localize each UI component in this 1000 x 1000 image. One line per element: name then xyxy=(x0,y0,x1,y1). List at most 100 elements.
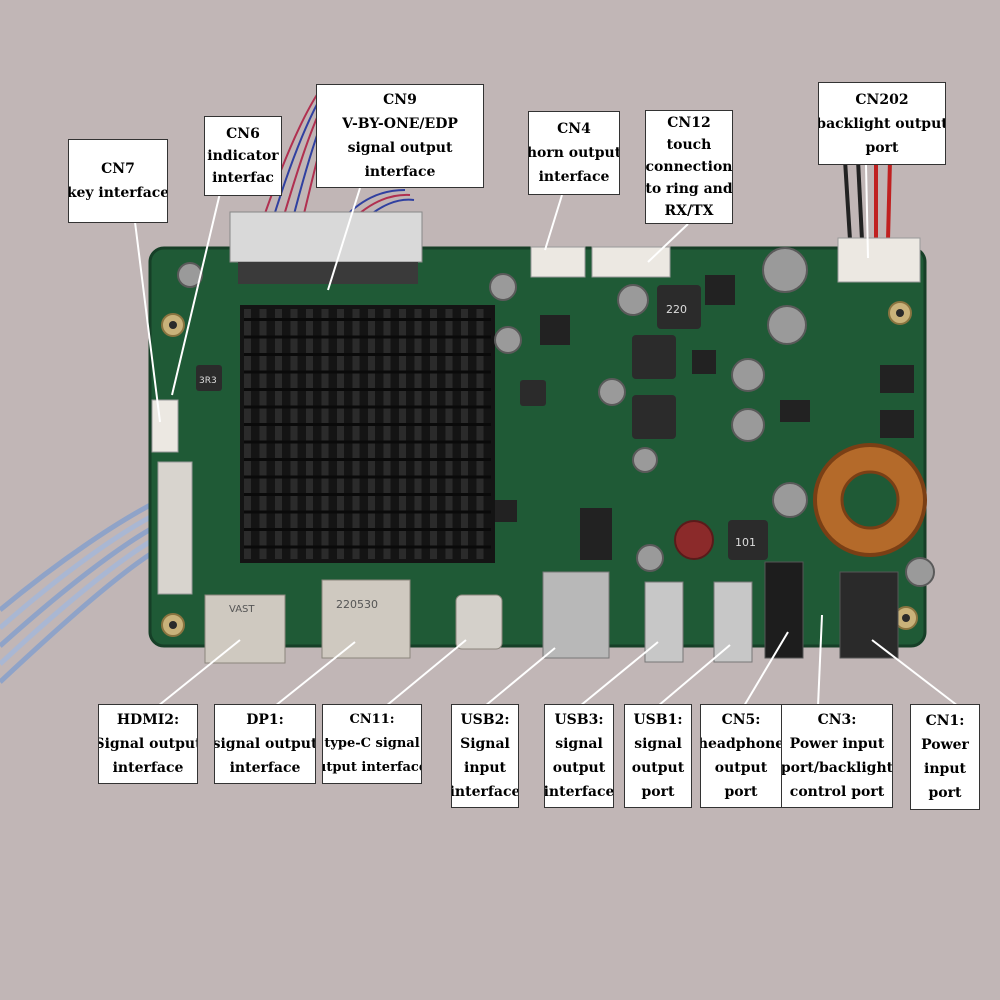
label-cn1-line-4: port xyxy=(928,785,962,801)
heatsink-fin xyxy=(461,309,468,559)
heatsink-fin xyxy=(275,309,282,559)
label-hdmi2: HDMI2: Signal output interface xyxy=(98,704,198,784)
label-usb1-line-1: USB1: xyxy=(633,712,683,728)
label-cn6-line-2: indicator xyxy=(207,148,279,164)
label-usb2-line-3: input xyxy=(464,760,506,776)
side-connector xyxy=(157,461,193,595)
label-cn4-line-2: horn output xyxy=(528,145,620,161)
label-cn3-line-2: Power input xyxy=(789,736,885,752)
cn1-power-jack xyxy=(839,571,899,659)
label-cn9: CN9 V-BY-ONE/EDP signal output interface xyxy=(316,84,484,188)
label-usb3-line-3: output xyxy=(552,760,606,776)
label-cn12: CN12 touch connection to ring and RX/TX xyxy=(645,110,733,224)
hdmi-vast-text: VAST xyxy=(229,604,255,615)
label-dp1-line-3: interface xyxy=(229,760,301,776)
heatsink-groove xyxy=(244,353,491,356)
label-cn3: CN3: Power input port/backlight control … xyxy=(781,704,893,808)
heatsink-fin xyxy=(321,309,329,559)
heatsink-fin xyxy=(244,309,251,559)
label-cn1-line-3: input xyxy=(924,761,966,777)
heatsink-groove xyxy=(244,335,491,339)
label-cn9-line-4: interface xyxy=(364,164,436,180)
inductor-3r3-text: 3R3 xyxy=(199,376,217,386)
label-usb2: USB2: Signal input interface xyxy=(451,704,519,808)
chips xyxy=(495,275,914,560)
label-usb1: USB1: signal output port xyxy=(624,704,692,808)
usb3-connector xyxy=(644,581,684,663)
label-usb3: USB3: signal output interface xyxy=(544,704,614,808)
heatsink-groove xyxy=(244,493,491,496)
heatsink-fin xyxy=(290,309,298,559)
label-cn12-line-3: connection xyxy=(645,159,733,175)
heatsink-groove xyxy=(244,475,491,479)
dp-marking-text: 220530 xyxy=(336,598,378,611)
heatsink-fin xyxy=(259,309,267,559)
cn5-headphone-jack xyxy=(764,561,804,659)
heatsink-groove xyxy=(244,528,491,531)
label-cn5-line-2: headphone xyxy=(700,736,782,752)
label-cn202-line-3: port xyxy=(865,139,899,156)
label-cn12-line-5: RX/TX xyxy=(664,203,714,219)
heatsink-fin xyxy=(414,309,422,559)
heatsink-groove xyxy=(244,458,491,461)
label-cn3-line-1: CN3: xyxy=(817,712,857,728)
label-cn7: CN7 key interface xyxy=(68,139,168,223)
heatsink-fin xyxy=(445,309,453,559)
heatsink-fin xyxy=(337,309,344,559)
label-usb3-line-2: signal xyxy=(555,736,603,752)
heatsink-groove xyxy=(244,370,491,374)
red-capacitor xyxy=(674,520,714,560)
label-cn9-line-3: signal output xyxy=(347,140,453,156)
label-cn3-line-4: control port xyxy=(789,784,885,800)
label-cn7-line-2: key interface xyxy=(68,185,168,201)
usb1-connector xyxy=(713,581,753,663)
label-cn202-line-2: backlight output xyxy=(818,115,946,132)
heatsink-fin xyxy=(383,309,391,559)
label-usb1-line-3: output xyxy=(631,760,685,776)
capacitors xyxy=(177,247,935,587)
heatsink-fin xyxy=(399,309,406,559)
label-cn3-line-3: port/backlight xyxy=(781,760,893,776)
label-usb1-line-2: signal xyxy=(634,736,682,752)
label-cn1-line-1: CN1: xyxy=(925,713,965,729)
typec-connector xyxy=(455,594,503,650)
heatsink-groove xyxy=(244,440,491,444)
cn7-connector xyxy=(151,399,179,453)
label-hdmi2-line-3: interface xyxy=(112,760,184,776)
label-cn4: CN4 horn output interface xyxy=(528,111,620,195)
label-cn6: CN6 indicator interfac xyxy=(204,116,282,196)
label-usb3-line-1: USB3: xyxy=(554,712,604,728)
label-cn1: CN1: Power input port xyxy=(910,704,980,810)
label-hdmi2-line-1: HDMI2: xyxy=(116,712,180,728)
cn4-connector xyxy=(530,246,586,278)
label-cn5: CN5: headphone output port xyxy=(700,704,782,808)
label-cn9-line-1: CN9 xyxy=(383,92,417,108)
label-cn12-line-1: CN12 xyxy=(667,115,711,131)
label-cn202-line-1: CN202 xyxy=(855,91,909,108)
label-cn7-line-1: CN7 xyxy=(101,161,135,177)
label-cn5-line-1: CN5: xyxy=(721,712,761,728)
label-dp1-line-1: DP1: xyxy=(246,712,284,728)
label-usb2-line-2: Signal xyxy=(460,736,510,752)
label-cn1-line-2: Power xyxy=(921,737,969,753)
label-cn6-line-1: CN6 xyxy=(226,126,260,142)
heatsink-fin xyxy=(352,309,360,559)
heatsink-groove xyxy=(244,318,491,321)
label-cn5-line-3: output xyxy=(714,760,768,776)
label-cn6-line-3: interfac xyxy=(212,170,274,186)
heatsink-fin xyxy=(430,309,437,559)
label-cn12-line-2: touch xyxy=(666,137,712,153)
hdmi2-connector xyxy=(204,594,286,664)
label-cn12-line-4: to ring and xyxy=(645,181,733,197)
backlight-wires xyxy=(843,159,892,241)
cn202-connector xyxy=(837,237,921,283)
heatsink-groove xyxy=(244,510,491,514)
heatsink-fin xyxy=(306,309,313,559)
label-usb2-line-4: interface xyxy=(451,784,519,800)
label-cn11: CN11: type-C signal utput interface xyxy=(322,704,422,784)
label-cn11-line-3: utput interface xyxy=(322,760,422,775)
heatsink-fin xyxy=(476,309,484,559)
label-cn9-line-2: V-BY-ONE/EDP xyxy=(342,116,458,132)
